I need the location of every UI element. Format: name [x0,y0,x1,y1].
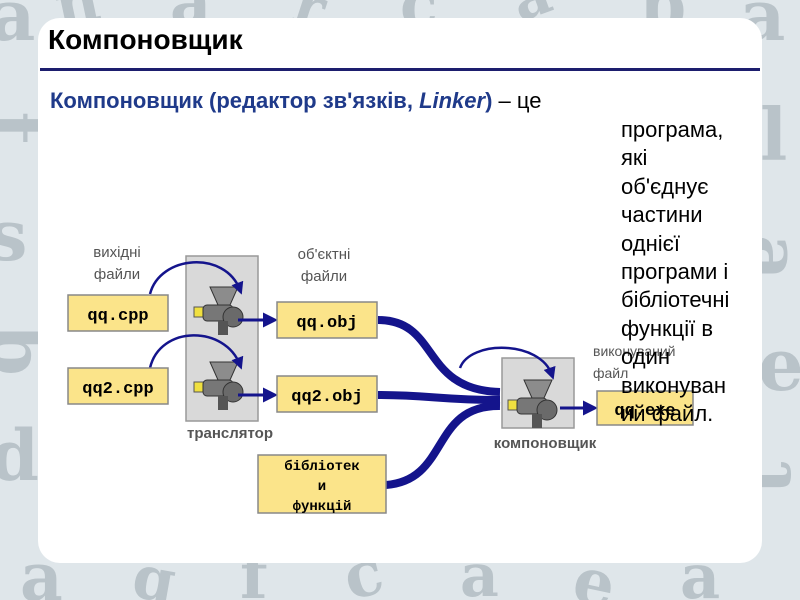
subtitle-close: ) [485,88,493,113]
svg-text:l: l [760,92,787,177]
description-line-3: об'єднує [621,173,709,199]
library-box-line-3: функцій [293,499,352,515]
merge-to-linker-arrow [458,346,556,380]
object-file-qq-obj: qq.obj [276,301,378,339]
description-line-6: програми і [621,259,729,285]
linker-label: компоновщик [494,435,597,452]
svg-text:a: a [0,0,35,57]
description-line-7: бібліотечні [621,287,730,313]
obj2-to-linker-flow [377,391,501,404]
svg-text:s: s [0,194,27,277]
source-file-qq2-cpp: qq2.cpp [67,367,169,405]
object-files-label-line-1: об'єктні [298,246,351,263]
source-file-qq-cpp: qq.cpp [67,294,169,332]
object-file-qq-obj-label: qq.obj [296,314,357,333]
exe-label-line-2: файл [593,365,628,381]
description-line-1: програма, [621,117,724,142]
description-line-2: які [621,145,648,171]
description-line-5: однієї [621,230,680,256]
object-file-qq2-obj: qq2.obj [276,375,378,413]
source-file-qq2-cpp-label: qq2.cpp [82,380,153,399]
library-box: бібліотек и функцій [257,454,387,515]
description-line-8: функції в [621,315,714,341]
subtitle-term: Компоновщик (редактор зв'язків, [50,88,420,113]
library-to-linker-flow [385,401,501,489]
svg-text:d: d [0,414,39,497]
subtitle-tail: – це [492,88,542,113]
description-line-11: ий файл. [621,401,714,427]
library-box-line-2: и [318,479,326,495]
subtitle: Компоновщик (редактор зв'язків, Linker) … [50,88,541,114]
svg-text:e: e [758,322,800,407]
library-box-line-1: бібліотек [284,459,360,475]
description-line-4: частини [621,202,703,228]
subtitle-english-term: Linker [419,88,486,113]
translator-label: транслятор [187,425,273,442]
content-card [38,18,762,563]
description-text: програма, які об'єднує частини однієї пр… [621,116,771,428]
source-to-translator-arrow-1 [148,261,244,295]
title-underline [40,68,760,71]
source-files-label-line-1: вихідні [93,244,141,261]
source-files-label-line-2: файли [94,266,140,283]
exe-label-line-1: виконуваний [593,343,676,359]
description-line-10: виконуван [621,372,727,398]
exe-file-label: qq.exe [614,402,675,421]
source-file-qq-cpp-label: qq.cpp [87,307,148,326]
page-title: Компоновщик [48,24,243,55]
object-file-qq2-obj-label: qq2.obj [291,388,362,407]
obj1-to-linker-flow [377,316,501,396]
source-to-translator-arrow-2 [148,334,244,370]
description-line-9: один [621,344,671,370]
object-files-label-line-2: файли [301,268,347,285]
exe-file-box: qq.exe [596,390,694,426]
